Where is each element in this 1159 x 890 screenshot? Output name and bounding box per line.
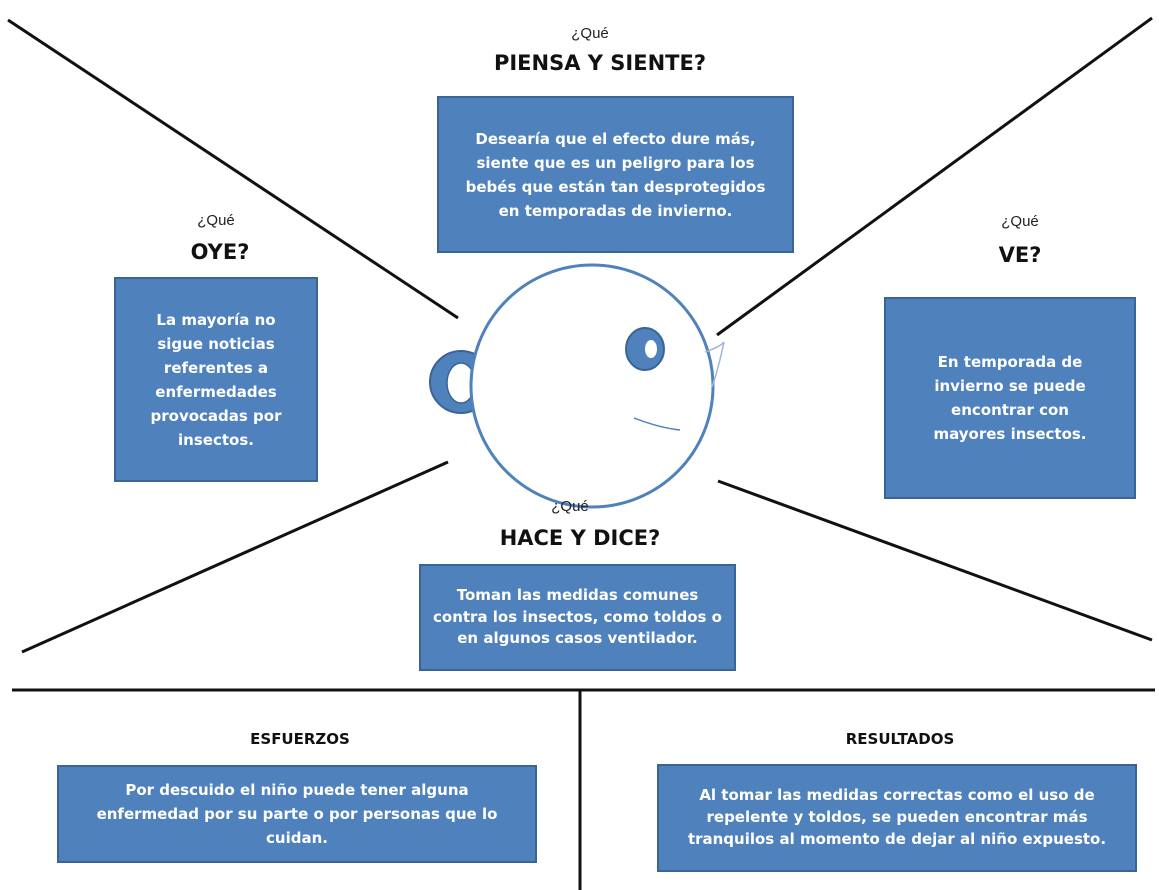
- heading-see: VE?: [998, 243, 1042, 267]
- think-feel-text: Desearía que el efecto dure más, siente …: [465, 129, 766, 220]
- divider-line-upper-left: [7, 18, 459, 320]
- results-box: Al tomar las medidas correctas como el u…: [657, 764, 1137, 872]
- heading-think-feel: PIENSA Y SIENTE?: [493, 51, 707, 75]
- heading-do-say: HACE Y DICE?: [499, 526, 661, 550]
- efforts-text: Por descuido el niño puede tener alguna …: [96, 781, 498, 847]
- question-top: ¿Qué: [571, 25, 609, 42]
- see-text: En temporada de invierno se puede encont…: [933, 353, 1087, 443]
- heading-efforts: ESFUERZOS: [250, 730, 350, 748]
- efforts-box: Por descuido el niño puede tener alguna …: [57, 765, 537, 863]
- results-text: Al tomar las medidas correctas como el u…: [687, 786, 1107, 848]
- question-right: ¿Qué: [1001, 213, 1039, 230]
- do-say-box: Toman las medidas comunes contra los ins…: [419, 564, 736, 671]
- question-left: ¿Qué: [197, 212, 235, 229]
- face-icon: [429, 263, 725, 509]
- eye-icon: [625, 327, 665, 371]
- divider-line-lower-left: [21, 460, 449, 654]
- heading-hear: OYE?: [190, 240, 250, 264]
- hear-text: La mayoría no sigue noticias referentes …: [150, 310, 282, 449]
- divider-line-upper-right: [716, 16, 1153, 337]
- think-feel-box: Desearía que el efecto dure más, siente …: [437, 96, 794, 253]
- do-say-text: Toman las medidas comunes contra los ins…: [433, 585, 722, 648]
- question-bottom: ¿Qué: [551, 498, 589, 515]
- hear-box: La mayoría no sigue noticias referentes …: [114, 277, 318, 482]
- see-box: En temporada de invierno se puede encont…: [884, 297, 1136, 499]
- heading-results: RESULTADOS: [845, 730, 955, 748]
- divider-line-lower-right: [717, 479, 1153, 642]
